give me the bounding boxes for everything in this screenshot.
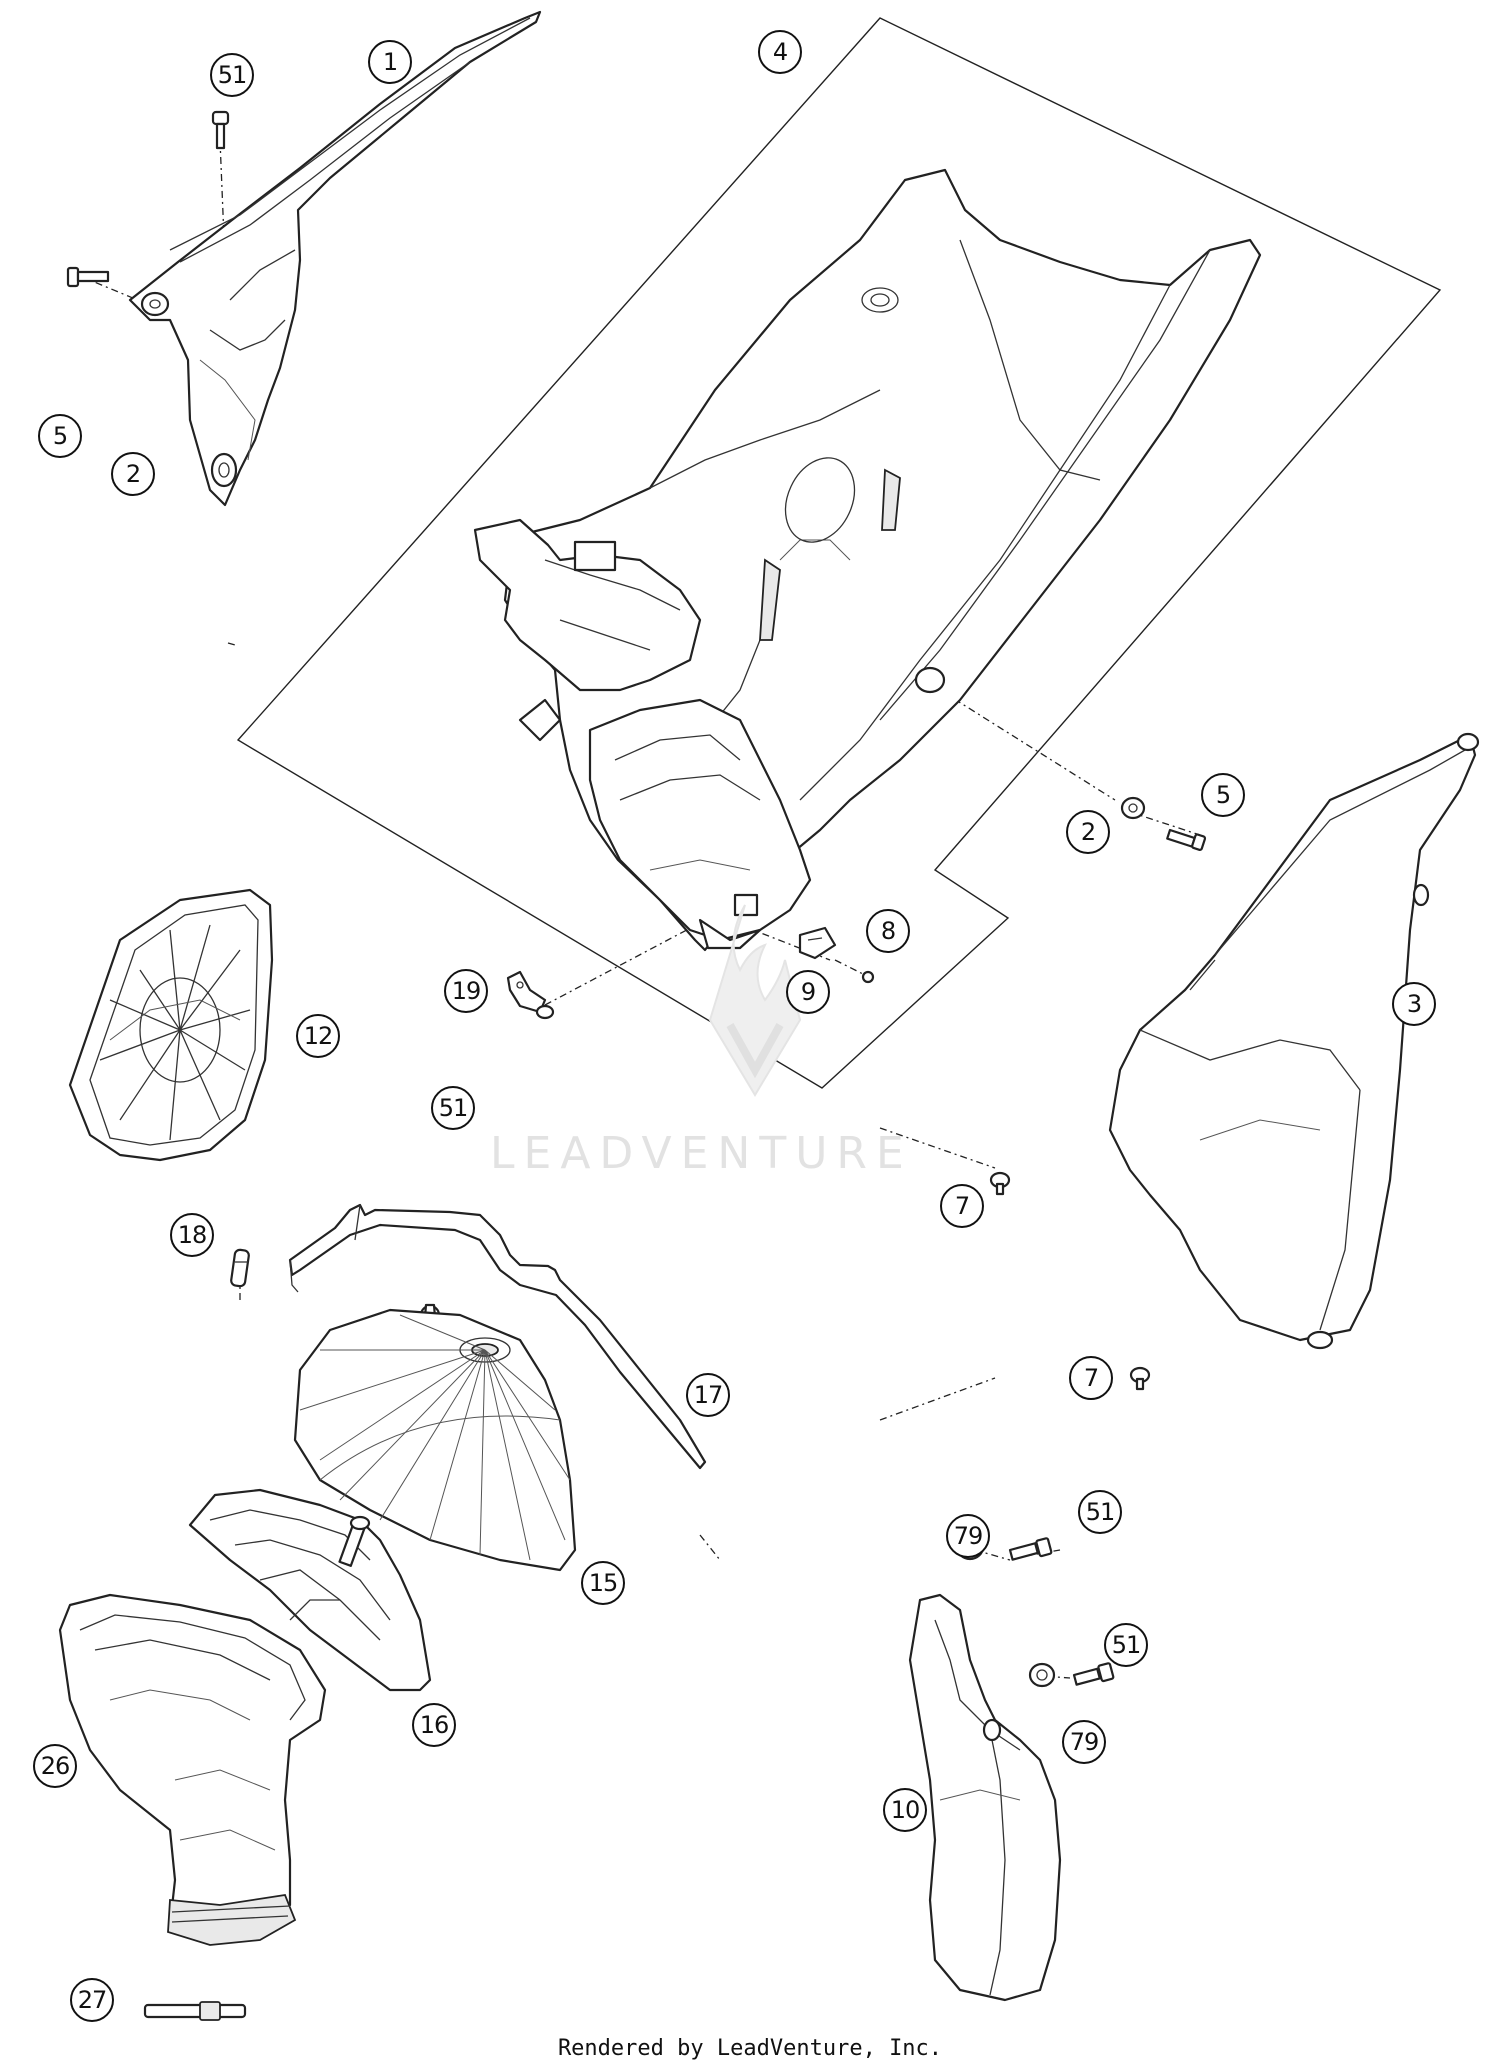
fastener-51-right-lower — [1072, 1662, 1115, 1686]
part-9-clip — [798, 926, 837, 960]
callout-7[interactable]: 7 — [1069, 1356, 1113, 1400]
callout-51[interactable]: 51 — [1078, 1490, 1122, 1534]
part-8-screw — [861, 970, 875, 984]
part-7-screw-upper — [989, 1171, 1011, 1196]
part-4-rear-fender — [473, 168, 1262, 952]
part-15-air-filter — [293, 1308, 577, 1572]
fastener-51-top — [211, 110, 230, 150]
callout-5[interactable]: 5 — [1201, 773, 1245, 817]
callout-10[interactable]: 10 — [883, 1788, 927, 1832]
part-10-lower-cover — [908, 1593, 1062, 2002]
callout-79[interactable]: 79 — [1062, 1720, 1106, 1764]
callout-26[interactable]: 26 — [33, 1744, 77, 1788]
part-19-bracket — [506, 970, 547, 1014]
fastener-51-mid — [535, 1004, 555, 1020]
callout-27[interactable]: 27 — [70, 1978, 114, 2022]
callout-51[interactable]: 51 — [1104, 1623, 1148, 1667]
leadventure-logo-mark — [708, 904, 802, 1097]
callout-12[interactable]: 12 — [296, 1014, 340, 1058]
fastener-5-left — [66, 266, 110, 288]
callout-18[interactable]: 18 — [170, 1213, 214, 1257]
watermark-text: LEADVENTURE — [490, 1128, 913, 1179]
callout-19[interactable]: 19 — [444, 969, 488, 1013]
part-12-filter-cage — [68, 888, 274, 1162]
washer-2-right — [1120, 796, 1146, 820]
callout-7[interactable]: 7 — [940, 1184, 984, 1228]
callout-16[interactable]: 16 — [412, 1703, 456, 1747]
part-3-right-panel — [1108, 732, 1480, 1350]
callout-2[interactable]: 2 — [1066, 810, 1110, 854]
footer-credit: Rendered by LeadVenture, Inc. — [557, 2036, 943, 2061]
part-27-hose-clamp — [143, 2001, 247, 2021]
callout-3[interactable]: 3 — [1392, 982, 1436, 1026]
callout-15[interactable]: 15 — [581, 1561, 625, 1605]
part-26-intake-boot — [58, 1593, 327, 1946]
part-7-screw-lower — [1129, 1366, 1151, 1391]
grommet-79-lower — [1028, 1662, 1056, 1688]
callout-79[interactable]: 79 — [946, 1514, 990, 1558]
callout-4[interactable]: 4 — [758, 30, 802, 74]
callout-5[interactable]: 5 — [38, 414, 82, 458]
fastener-51-right-upper — [1008, 1537, 1053, 1561]
part-16-support-cage — [188, 1488, 432, 1692]
callout-51[interactable]: 51 — [431, 1086, 475, 1130]
part-18-pin — [230, 1248, 250, 1288]
washer-2-left — [140, 291, 170, 317]
callout-8[interactable]: 8 — [866, 909, 910, 953]
callout-51[interactable]: 51 — [210, 53, 254, 97]
fastener-5-right — [1166, 828, 1207, 851]
callout-2[interactable]: 2 — [111, 452, 155, 496]
callout-17[interactable]: 17 — [686, 1373, 730, 1417]
callout-1[interactable]: 1 — [368, 40, 412, 84]
part-1-left-cover — [128, 10, 542, 507]
callout-9[interactable]: 9 — [786, 970, 830, 1014]
assembly-4-frame — [236, 17, 1442, 1089]
